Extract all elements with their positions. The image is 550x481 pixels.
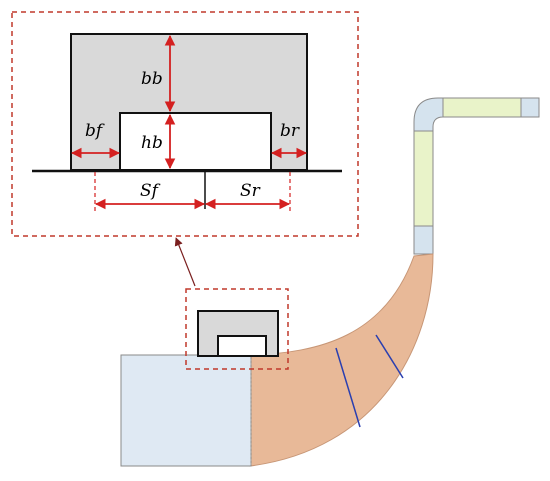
detail-dashed-frame [11, 11, 359, 237]
label-bb: bb [141, 69, 163, 89]
inlet-block [120, 354, 252, 467]
label-br: br [280, 121, 300, 141]
duct-vertical-section [413, 130, 434, 227]
small-body [197, 310, 279, 357]
duct-horizontal-section [442, 97, 522, 118]
duct-system [413, 97, 540, 255]
blade-line-2 [375, 334, 404, 379]
focus-dashed-frame [185, 288, 289, 370]
leader-arrow [174, 237, 196, 287]
label-sf: Sf [140, 181, 161, 201]
duct-lower-end [413, 225, 434, 255]
inner-cavity [119, 112, 272, 171]
small-inner-cavity [217, 335, 267, 357]
detail-inset: bb hb bf br Sf Sr [11, 11, 359, 237]
flow-region [249, 253, 434, 467]
label-sr: Sr [240, 181, 261, 201]
duct-elbow [413, 97, 444, 132]
duct-outlet-end [520, 97, 540, 118]
label-bf: bf [85, 121, 105, 141]
label-hb: hb [141, 133, 163, 153]
blade-line-1 [335, 347, 361, 428]
